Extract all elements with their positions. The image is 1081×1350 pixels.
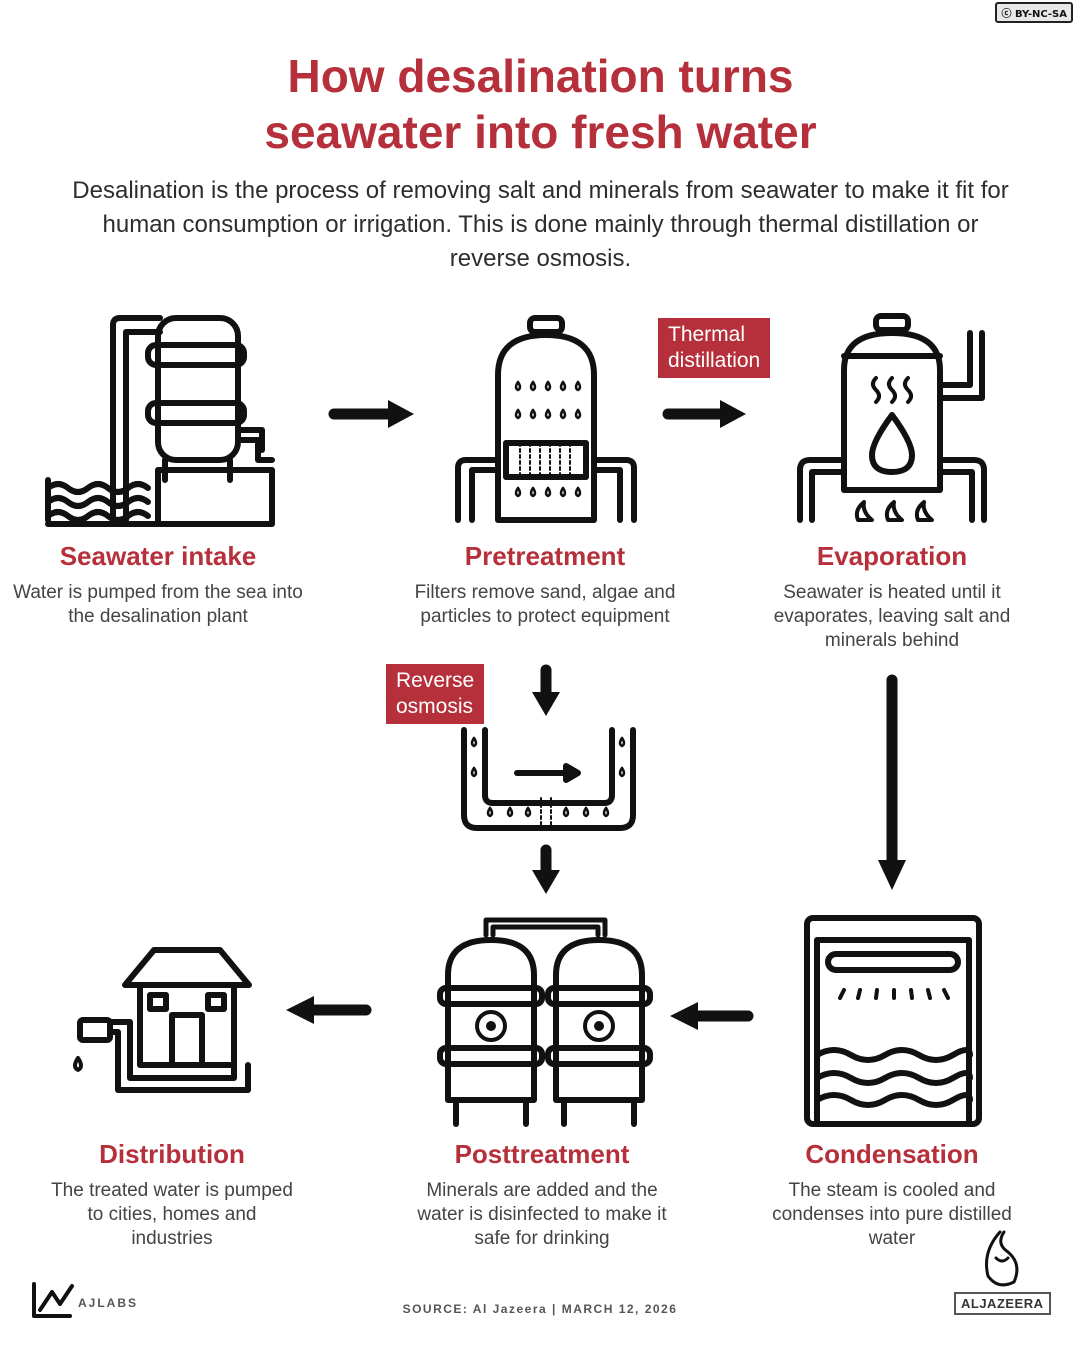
step-title-distribution: Distribution: [99, 1139, 245, 1169]
title-line-2: seawater into fresh water: [264, 106, 817, 158]
source-line: SOURCE: Al Jazeera | MARCH 12, 2026: [402, 1302, 678, 1316]
thermal-distillation-tag: Thermal distillation: [658, 318, 771, 378]
step-title-condensation: Condensation: [805, 1139, 979, 1169]
license-text: BY-NC-SA: [1014, 9, 1067, 20]
thermal-tag-line-1: Thermal: [668, 323, 746, 346]
pretreatment-icon: [455, 315, 637, 523]
step-title-pretreatment: Pretreatment: [464, 541, 626, 571]
aljazeera-calligraphy: [985, 1230, 1019, 1287]
distribution-icon: [73, 947, 252, 1093]
step-title-posttreatment: Posttreatment: [454, 1139, 630, 1169]
cc-icon: ⓒ: [1001, 9, 1012, 20]
pretreatment-droplets: [514, 380, 582, 498]
reverse-osmosis-tag: Reverse osmosis: [386, 664, 485, 724]
thermal-tag-line-2: distillation: [668, 349, 761, 372]
step-title-evaporation: Evaporation: [816, 541, 968, 571]
arrow-heads: [286, 400, 906, 1030]
ajlabs-mark: [32, 1282, 74, 1318]
seawater-intake-icon: [45, 315, 275, 527]
flow-arrows: [306, 408, 898, 1022]
osmosis-droplets: [470, 736, 626, 818]
step-desc-posttreatment: Minerals are added and the water is disi…: [417, 1180, 667, 1249]
step-desc-seawater-intake: Water is pumped from the sea into the de…: [13, 582, 303, 627]
step-desc-pretreatment: Filters remove sand, algae and particles…: [414, 582, 676, 627]
condensation-icon: [804, 915, 982, 1127]
evaporation-icon: [797, 313, 987, 523]
reverse-tag-line-2: osmosis: [396, 695, 474, 718]
license-badge: ⓒ BY-NC-SA: [995, 2, 1073, 23]
ajlabs-brand: AJLABS: [78, 1296, 139, 1310]
aljazeera-logo: ALJAZEERA: [954, 1292, 1051, 1315]
reverse-osmosis-icon: [461, 727, 636, 831]
step-desc-distribution: The treated water is pumped to cities, h…: [51, 1180, 293, 1249]
posttreatment-icon: [437, 917, 653, 1127]
title-line-1: How desalination turns: [287, 50, 794, 102]
step-desc-evaporation: Seawater is heated until it evaporates, …: [773, 582, 1011, 651]
step-desc-condensation: The steam is cooled and condenses into p…: [772, 1180, 1012, 1249]
page-title: How desalination turns seawater into fre…: [0, 48, 1081, 160]
reverse-tag-line-1: Reverse: [396, 669, 475, 692]
step-title-seawater-intake: Seawater intake: [59, 541, 257, 571]
subtitle: Desalination is the process of removing …: [72, 177, 1009, 272]
